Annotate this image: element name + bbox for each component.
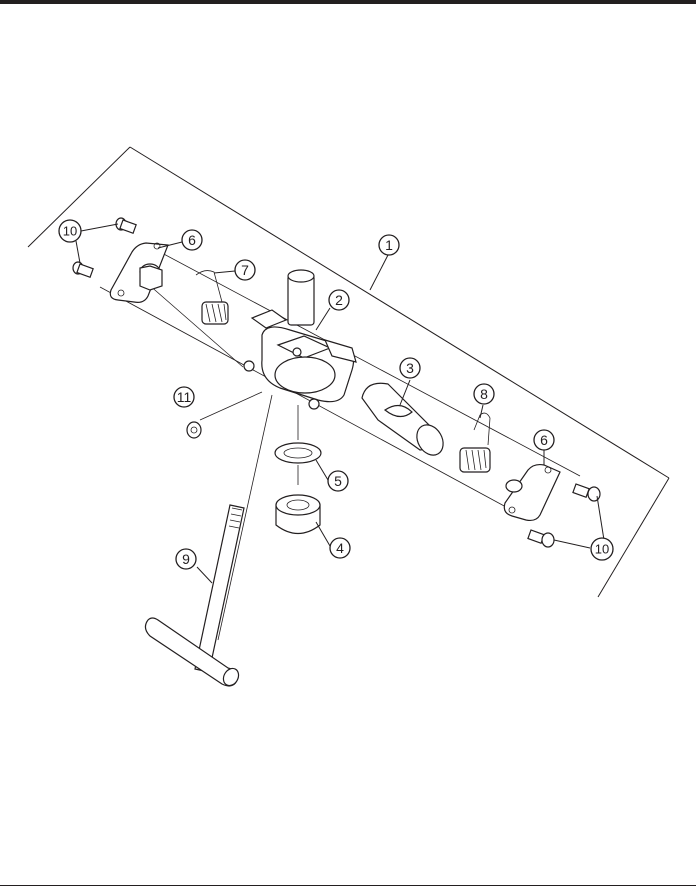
- callout-7: 7: [234, 259, 256, 281]
- callout-label: 11: [177, 389, 192, 405]
- callout-4: 4: [329, 537, 351, 559]
- callout-8: 8: [473, 383, 495, 405]
- callout-label: 8: [480, 386, 488, 402]
- screw-right-upper: [572, 483, 601, 502]
- callout-label: 5: [334, 473, 342, 489]
- main-housing: [243, 269, 357, 410]
- callout-label: 9: [182, 551, 190, 567]
- callout-6-left: 6: [181, 229, 203, 251]
- sleeve: [361, 382, 444, 456]
- callout-10-right: 10: [590, 537, 614, 561]
- callout-label: 2: [335, 292, 343, 308]
- plug: [186, 421, 202, 439]
- callout-label: 1: [385, 237, 393, 253]
- callout-label: 10: [595, 542, 609, 557]
- callout-11: 11: [173, 386, 195, 408]
- bottom-rule: [0, 885, 696, 886]
- leader-lines: [75, 223, 605, 584]
- screw-left-upper: [115, 217, 137, 235]
- callout-label: 3: [406, 360, 414, 376]
- washer: [274, 442, 322, 464]
- screw-left-lower: [72, 261, 94, 279]
- spring-right: [459, 412, 491, 473]
- callout-6-right: 6: [533, 429, 555, 451]
- end-plate-right: [503, 463, 561, 522]
- callout-3: 3: [399, 357, 421, 379]
- callout-label: 6: [188, 232, 196, 248]
- end-plate-left: [109, 242, 169, 303]
- screw-right-lower: [527, 529, 555, 548]
- assembly-boundary: [27, 146, 670, 598]
- callout-label: 6: [540, 432, 548, 448]
- top-rule: [0, 0, 696, 4]
- callout-10-left: 10: [58, 219, 82, 243]
- bushing: [275, 494, 321, 535]
- callout-1: 1: [378, 234, 400, 256]
- callout-label: 10: [63, 224, 77, 239]
- spring-left: [195, 270, 229, 325]
- callout-2: 2: [328, 289, 350, 311]
- callout-9: 9: [175, 548, 197, 570]
- callout-label: 7: [241, 262, 249, 278]
- callout-5: 5: [327, 470, 349, 492]
- callout-label: 4: [336, 540, 344, 556]
- t-handle: [144, 504, 245, 687]
